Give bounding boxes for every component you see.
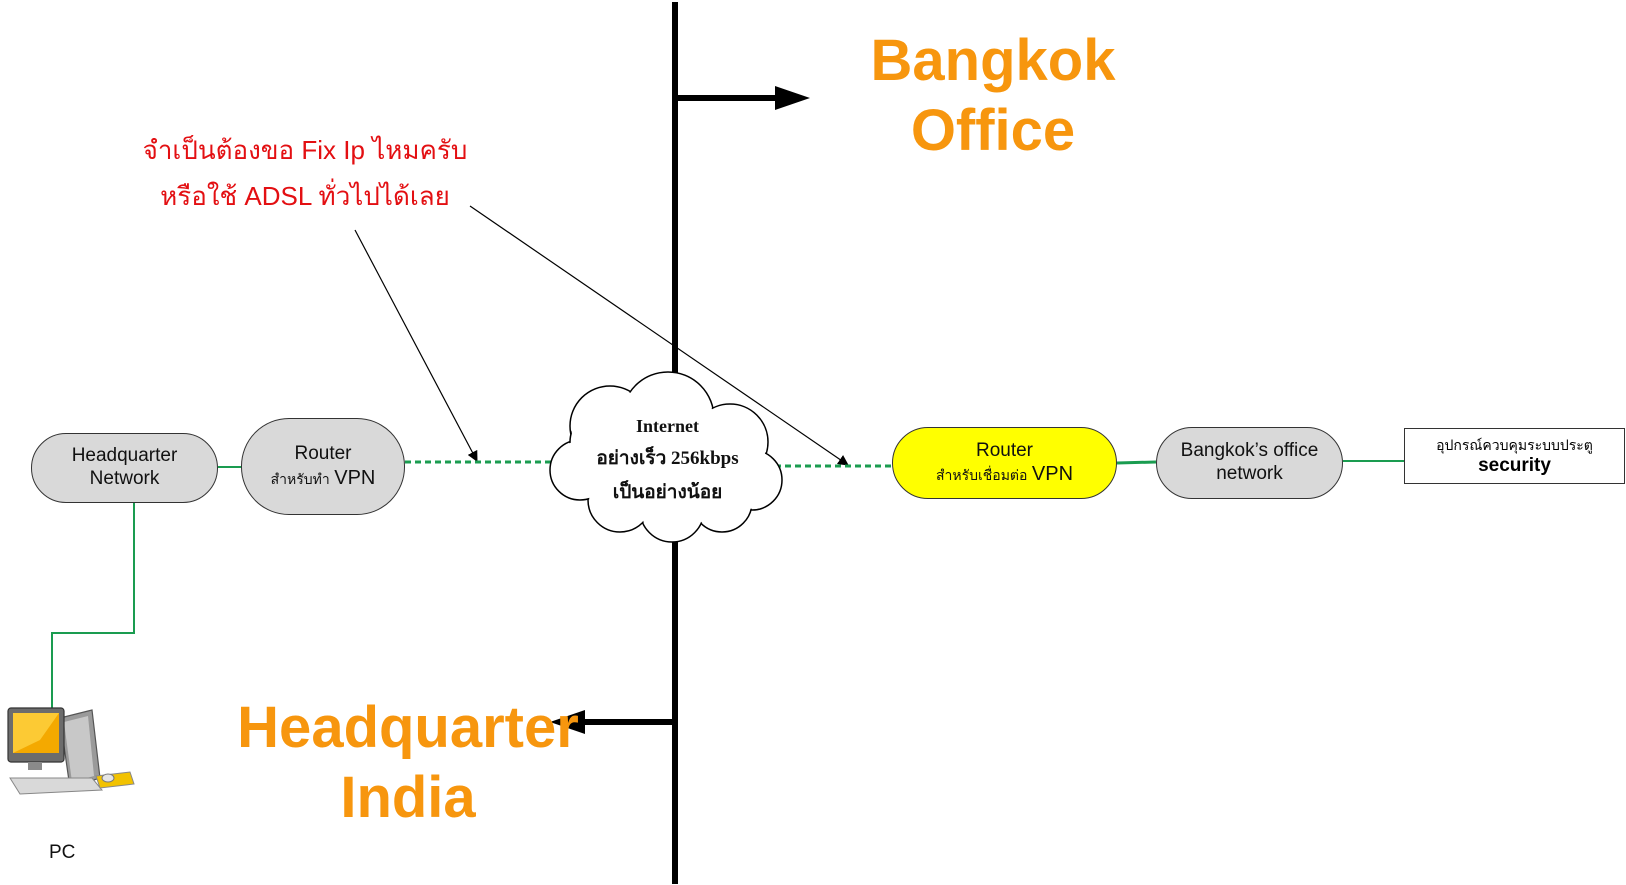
pc-label: PC	[49, 842, 76, 863]
hq-router-title: Router	[294, 443, 352, 465]
bangkok-title-line1: Bangkok	[870, 28, 1116, 93]
cloud-fill	[551, 373, 781, 541]
link-bkkrouter-bkknet	[1116, 460, 1157, 465]
desktop-computer-icon	[7, 707, 135, 795]
internet-cloud-label: Internet อย่างเร็ว 256kbps เป็นอย่างน้อย	[580, 412, 755, 508]
bkk-router-vpn: VPN	[1031, 463, 1074, 486]
bangkok-title-line2: Office	[910, 97, 1076, 163]
question-note: จำเป็นต้องขอ Fix Ip ไหมครับ หรือใช้ ADSL…	[110, 128, 500, 219]
bangkok-office-title: Bangkok Office	[858, 26, 1128, 165]
bkk-network-node[interactable]: Bangkok’s office network	[1156, 427, 1343, 499]
bkk-network-line2: network	[1216, 463, 1283, 484]
hq-arrow-head	[550, 710, 585, 734]
hq-router-node[interactable]: Router สำหรับทำ VPN	[241, 418, 405, 515]
note-arrow-right	[469, 205, 849, 466]
hq-title-line1: Headquarter	[237, 695, 579, 760]
hq-network-node[interactable]: Headquarter Network	[31, 433, 218, 503]
bkk-network-line1: Bangkok’s office	[1180, 440, 1319, 462]
security-device-line2: security	[1478, 455, 1551, 477]
question-note-line2: หรือใช้ ADSL ทั่วไปได้เลย	[160, 180, 450, 211]
hq-router-vpn: VPN	[334, 466, 376, 489]
security-device-line1: อุปกรณ์ควบคุมระบบประตู	[1436, 437, 1593, 453]
question-note-line1: จำเป็นต้องขอ Fix Ip ไหมครับ	[142, 135, 468, 165]
hq-router-sub: สำหรับทำ	[270, 470, 330, 487]
hq-network-line2: Network	[89, 468, 160, 489]
link-hqnet-pc	[51, 500, 135, 708]
hq-network-line1: Headquarter	[71, 445, 178, 467]
internet-label-line3: เป็นอย่างน้อย	[612, 482, 723, 503]
bkk-router-node[interactable]: Router สำหรับเชื่อมต่อ VPN	[892, 427, 1117, 499]
internet-label-line1: Internet	[636, 416, 699, 436]
note-arrow-left	[354, 229, 478, 462]
hq-title-line2: India	[340, 764, 476, 830]
internet-label-line2: อย่างเร็ว 256kbps	[596, 448, 739, 469]
bkk-router-sub: สำหรับเชื่อมต่อ	[935, 467, 1028, 484]
security-device-box[interactable]: อุปกรณ์ควบคุมระบบประตู security	[1404, 428, 1625, 484]
headquarter-india-title: Headquarter India	[228, 693, 588, 832]
bkk-router-title: Router	[975, 439, 1034, 461]
bangkok-arrow-head	[775, 86, 810, 110]
